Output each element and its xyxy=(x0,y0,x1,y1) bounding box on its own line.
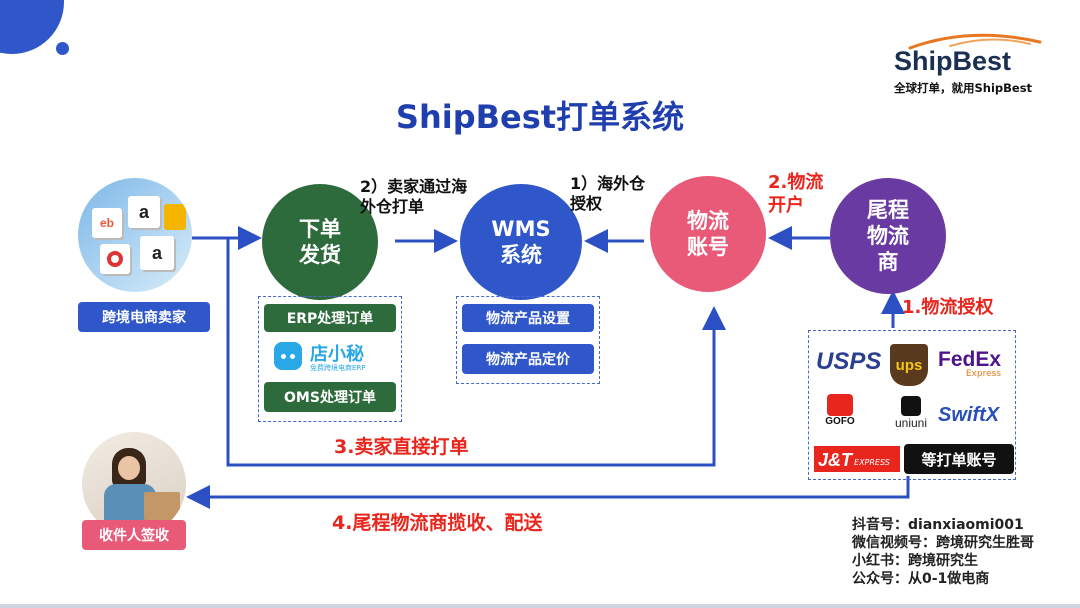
product-setup-button: 物流产品设置 xyxy=(462,304,594,332)
ups-logo: ups xyxy=(890,344,928,386)
step-direct-print: 3.卖家直接打单 xyxy=(334,436,469,458)
gofo-logo: GOFO xyxy=(818,394,862,434)
arrow-direct-print xyxy=(226,238,726,467)
page-title: ShipBest打单系统 xyxy=(395,98,685,136)
jt-text: J&T xyxy=(818,450,853,470)
recipient-label: 收件人签收 xyxy=(82,520,186,550)
contact-official-account: 公众号：从0-1做电商 xyxy=(852,571,990,587)
step-seller-via-warehouse: 2）卖家通过海 外仓打单 xyxy=(360,177,468,216)
jt-logo: J&T EXPRESS xyxy=(814,446,900,472)
contact-douyin: 抖音号：dianxiaomi001 xyxy=(852,517,1024,533)
uniuni-logo: uniuni xyxy=(888,396,934,436)
brand-name: ShipBest xyxy=(894,46,1012,76)
more-accounts-button: 等打单账号 xyxy=(904,444,1014,474)
step-logistics-authorize: 1.物流授权 xyxy=(902,297,994,318)
ups-text: ups xyxy=(895,356,923,374)
gofo-icon xyxy=(827,394,853,416)
uniuni-text: uniuni xyxy=(894,416,928,430)
logistics-account-node: 物流 账号 xyxy=(650,176,766,292)
fedex-sub: Express xyxy=(965,369,1002,379)
last-mile-carrier-node: 尾程 物流 商 xyxy=(830,178,946,294)
recipient-image xyxy=(82,432,186,536)
usps-logo: USPS xyxy=(816,348,882,375)
wms-tools-box xyxy=(456,296,600,384)
corner-decoration-dot xyxy=(56,42,69,55)
dianxiaomi-name: 店小秘 xyxy=(310,344,364,365)
bottom-border xyxy=(0,604,1080,608)
step-overseas-warehouse: 1）海外仓 授权 xyxy=(570,174,646,213)
gofo-text: GOFO xyxy=(825,416,855,427)
last-mile-carrier-label: 尾程 物流 商 xyxy=(867,197,909,275)
dianxiaomi-logo: 店小秘 免费跨境电商ERP xyxy=(272,340,400,374)
brand-slogan: 全球打单，就用ShipBest xyxy=(894,81,1033,95)
carriers-box xyxy=(808,330,1016,480)
fedex-logo: FedEx Express xyxy=(938,348,1001,379)
seller-image: eb a a xyxy=(78,178,192,292)
dianxiaomi-subtitle: 免费跨境电商ERP xyxy=(310,364,366,372)
order-ship-label: 下单 发货 xyxy=(299,216,341,267)
logo-swoosh-icon xyxy=(908,33,1042,50)
step-delivery: 4.尾程物流商揽收、配送 xyxy=(332,512,543,534)
fedex-text: FedEx xyxy=(938,348,1002,371)
wms-node: WMS 系统 xyxy=(460,184,582,300)
contact-wechat-video: 微信视频号：跨境研究生胜哥 xyxy=(852,535,1034,551)
swiftx-logo: SwiftX xyxy=(938,404,1000,426)
arrow-delivery xyxy=(186,476,910,509)
uniuni-icon xyxy=(901,396,921,416)
oms-order-button: OMS处理订单 xyxy=(264,382,396,412)
logistics-account-label: 物流 账号 xyxy=(687,208,729,259)
seller-label: 跨境电商卖家 xyxy=(78,302,210,332)
robot-icon xyxy=(274,342,302,370)
order-tools-box xyxy=(258,296,402,422)
brand-logo: ShipBest 全球打单，就用ShipBest xyxy=(890,33,1050,96)
wms-label: WMS 系统 xyxy=(491,216,551,267)
erp-order-button: ERP处理订单 xyxy=(264,304,396,332)
step-open-account: 2.物流 开户 xyxy=(768,172,824,216)
contact-xiaohongshu: 小红书：跨境研究生 xyxy=(852,553,978,569)
jt-sub: EXPRESS xyxy=(854,458,890,467)
order-ship-node: 下单 发货 xyxy=(262,184,378,300)
product-pricing-button: 物流产品定价 xyxy=(462,344,594,374)
